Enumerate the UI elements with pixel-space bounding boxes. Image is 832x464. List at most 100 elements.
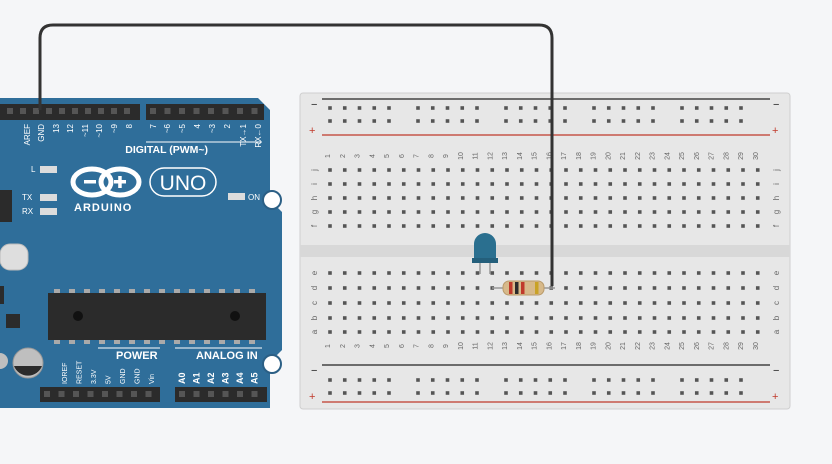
rail-hole[interactable] — [724, 378, 729, 382]
breadboard-hole[interactable] — [667, 286, 672, 290]
breadboard-hole[interactable] — [608, 330, 613, 334]
breadboard-hole[interactable] — [578, 316, 583, 320]
rail-hole[interactable] — [328, 391, 332, 395]
rail-hole[interactable] — [475, 391, 479, 395]
breadboard-hole[interactable] — [741, 286, 745, 290]
rail-hole[interactable] — [694, 119, 699, 123]
breadboard-hole[interactable] — [328, 210, 332, 214]
breadboard-hole[interactable] — [667, 182, 672, 186]
breadboard-hole[interactable] — [711, 210, 716, 214]
rail-hole[interactable] — [694, 391, 699, 395]
rail-hole[interactable] — [387, 391, 391, 395]
breadboard-hole[interactable] — [578, 330, 583, 334]
breadboard-hole[interactable] — [696, 301, 701, 305]
breadboard-hole[interactable] — [564, 182, 568, 186]
breadboard-hole[interactable] — [475, 271, 480, 275]
breadboard-hole[interactable] — [667, 210, 672, 214]
breadboard-hole[interactable] — [490, 196, 495, 200]
breadboard-hole[interactable] — [357, 271, 362, 275]
power-pin-hole[interactable] — [58, 391, 65, 397]
header-pin-hole[interactable] — [85, 108, 91, 114]
breadboard-hole[interactable] — [431, 330, 436, 334]
breadboard-hole[interactable] — [652, 196, 657, 200]
rail-hole[interactable] — [416, 119, 420, 123]
breadboard-hole[interactable] — [446, 316, 450, 320]
breadboard-hole[interactable] — [431, 301, 436, 305]
rail-hole[interactable] — [504, 391, 508, 395]
breadboard-hole[interactable] — [431, 196, 436, 200]
breadboard-hole[interactable] — [623, 196, 627, 200]
breadboard-hole[interactable] — [578, 168, 583, 172]
breadboard-hole[interactable] — [682, 196, 686, 200]
rail-hole[interactable] — [651, 391, 655, 395]
rail-hole[interactable] — [592, 106, 596, 110]
header-pin-hole[interactable] — [237, 108, 243, 114]
rail-hole[interactable] — [739, 119, 743, 123]
breadboard-hole[interactable] — [505, 301, 509, 305]
wire-gnd-to-breadboard[interactable] — [38, 23, 554, 286]
rail-hole[interactable] — [460, 106, 465, 110]
breadboard-hole[interactable] — [637, 210, 642, 214]
breadboard-hole[interactable] — [342, 210, 347, 214]
header-pin-hole[interactable] — [208, 108, 214, 114]
power-pin-hole[interactable] — [102, 391, 108, 397]
breadboard-hole[interactable] — [637, 182, 642, 186]
header-pin-hole[interactable] — [251, 108, 258, 114]
breadboard-hole[interactable] — [593, 182, 598, 186]
breadboard-hole[interactable] — [490, 301, 495, 305]
breadboard-hole[interactable] — [741, 224, 745, 228]
breadboard-hole[interactable] — [460, 224, 465, 228]
breadboard-hole[interactable] — [741, 210, 745, 214]
breadboard-hole[interactable] — [696, 316, 701, 320]
breadboard-hole[interactable] — [534, 196, 539, 200]
breadboard-hole[interactable] — [357, 301, 362, 305]
breadboard-hole[interactable] — [755, 271, 760, 275]
rail-hole[interactable] — [416, 106, 420, 110]
breadboard-hole[interactable] — [623, 271, 627, 275]
rail-hole[interactable] — [357, 391, 362, 395]
breadboard-hole[interactable] — [505, 182, 509, 186]
breadboard-hole[interactable] — [652, 301, 657, 305]
breadboard-hole[interactable] — [534, 182, 539, 186]
breadboard-hole[interactable] — [342, 196, 347, 200]
breadboard-hole[interactable] — [741, 330, 745, 334]
breadboard-hole[interactable] — [711, 196, 716, 200]
breadboard-hole[interactable] — [446, 224, 450, 228]
breadboard-hole[interactable] — [475, 196, 480, 200]
breadboard-hole[interactable] — [401, 168, 406, 172]
breadboard-hole[interactable] — [755, 196, 760, 200]
breadboard-hole[interactable] — [623, 168, 627, 172]
breadboard-hole[interactable] — [682, 271, 686, 275]
breadboard-hole[interactable] — [401, 316, 406, 320]
rail-hole[interactable] — [606, 119, 611, 123]
breadboard-hole[interactable] — [534, 168, 539, 172]
rail-hole[interactable] — [533, 119, 538, 123]
header-pin-hole[interactable] — [72, 108, 78, 114]
rail-hole[interactable] — [504, 378, 508, 382]
power-pin-hole[interactable] — [116, 391, 123, 397]
breadboard-hole[interactable] — [578, 182, 583, 186]
breadboard-hole[interactable] — [711, 182, 716, 186]
breadboard-hole[interactable] — [623, 210, 627, 214]
header-pin-hole[interactable] — [164, 108, 171, 114]
breadboard-hole[interactable] — [741, 196, 745, 200]
breadboard-hole[interactable] — [682, 168, 686, 172]
breadboard-hole[interactable] — [328, 224, 332, 228]
rail-hole[interactable] — [342, 378, 347, 382]
breadboard-hole[interactable] — [328, 330, 332, 334]
rail-hole[interactable] — [430, 378, 435, 382]
breadboard-hole[interactable] — [682, 330, 686, 334]
breadboard-hole[interactable] — [460, 330, 465, 334]
breadboard-hole[interactable] — [446, 210, 450, 214]
rail-hole[interactable] — [328, 119, 332, 123]
breadboard-hole[interactable] — [593, 224, 598, 228]
breadboard-hole[interactable] — [387, 196, 391, 200]
breadboard-hole[interactable] — [549, 330, 554, 334]
power-pin-hole[interactable] — [131, 391, 137, 397]
rail-hole[interactable] — [606, 106, 611, 110]
breadboard-hole[interactable] — [726, 301, 731, 305]
rail-hole[interactable] — [563, 119, 567, 123]
breadboard-hole[interactable] — [460, 182, 465, 186]
breadboard-hole[interactable] — [446, 301, 450, 305]
rail-hole[interactable] — [694, 106, 699, 110]
